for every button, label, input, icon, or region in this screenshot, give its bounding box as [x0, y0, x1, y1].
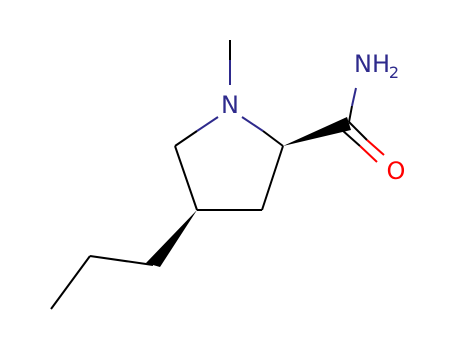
bond-propyl-2-3: [50, 255, 91, 310]
wedge-bond-c4-propyl: [146, 210, 197, 267]
wedge-bond-c2-carbonyl: [283, 117, 351, 146]
bond-carbonyl-nh2-black: [348, 105, 353, 123]
bond-n-c5-blue: [196, 116, 219, 132]
bond-carbonyl-o-1-black: [348, 121, 368, 141]
bond-n-c2-blue: [241, 116, 264, 132]
amide-nh-label: NH: [354, 50, 390, 78]
bond-carbonyl-o-2-black: [341, 129, 361, 147]
bond-propyl-1-2: [89, 255, 154, 266]
amide-nh-subscript: 2: [389, 63, 399, 82]
ring-nitrogen-label: N: [221, 91, 239, 119]
bond-carbonyl-o-2-red: [359, 145, 378, 163]
bond-carbonyl-o-1-red: [366, 139, 385, 156]
bond-c5-c4: [174, 145, 198, 211]
bond-c3-c2: [261, 145, 284, 211]
carbonyl-oxygen-label: O: [387, 157, 406, 185]
bond-n-c2-black: [262, 130, 284, 147]
bond-n-c5-black: [174, 130, 198, 147]
bond-carbonyl-nh2-blue: [351, 87, 357, 107]
